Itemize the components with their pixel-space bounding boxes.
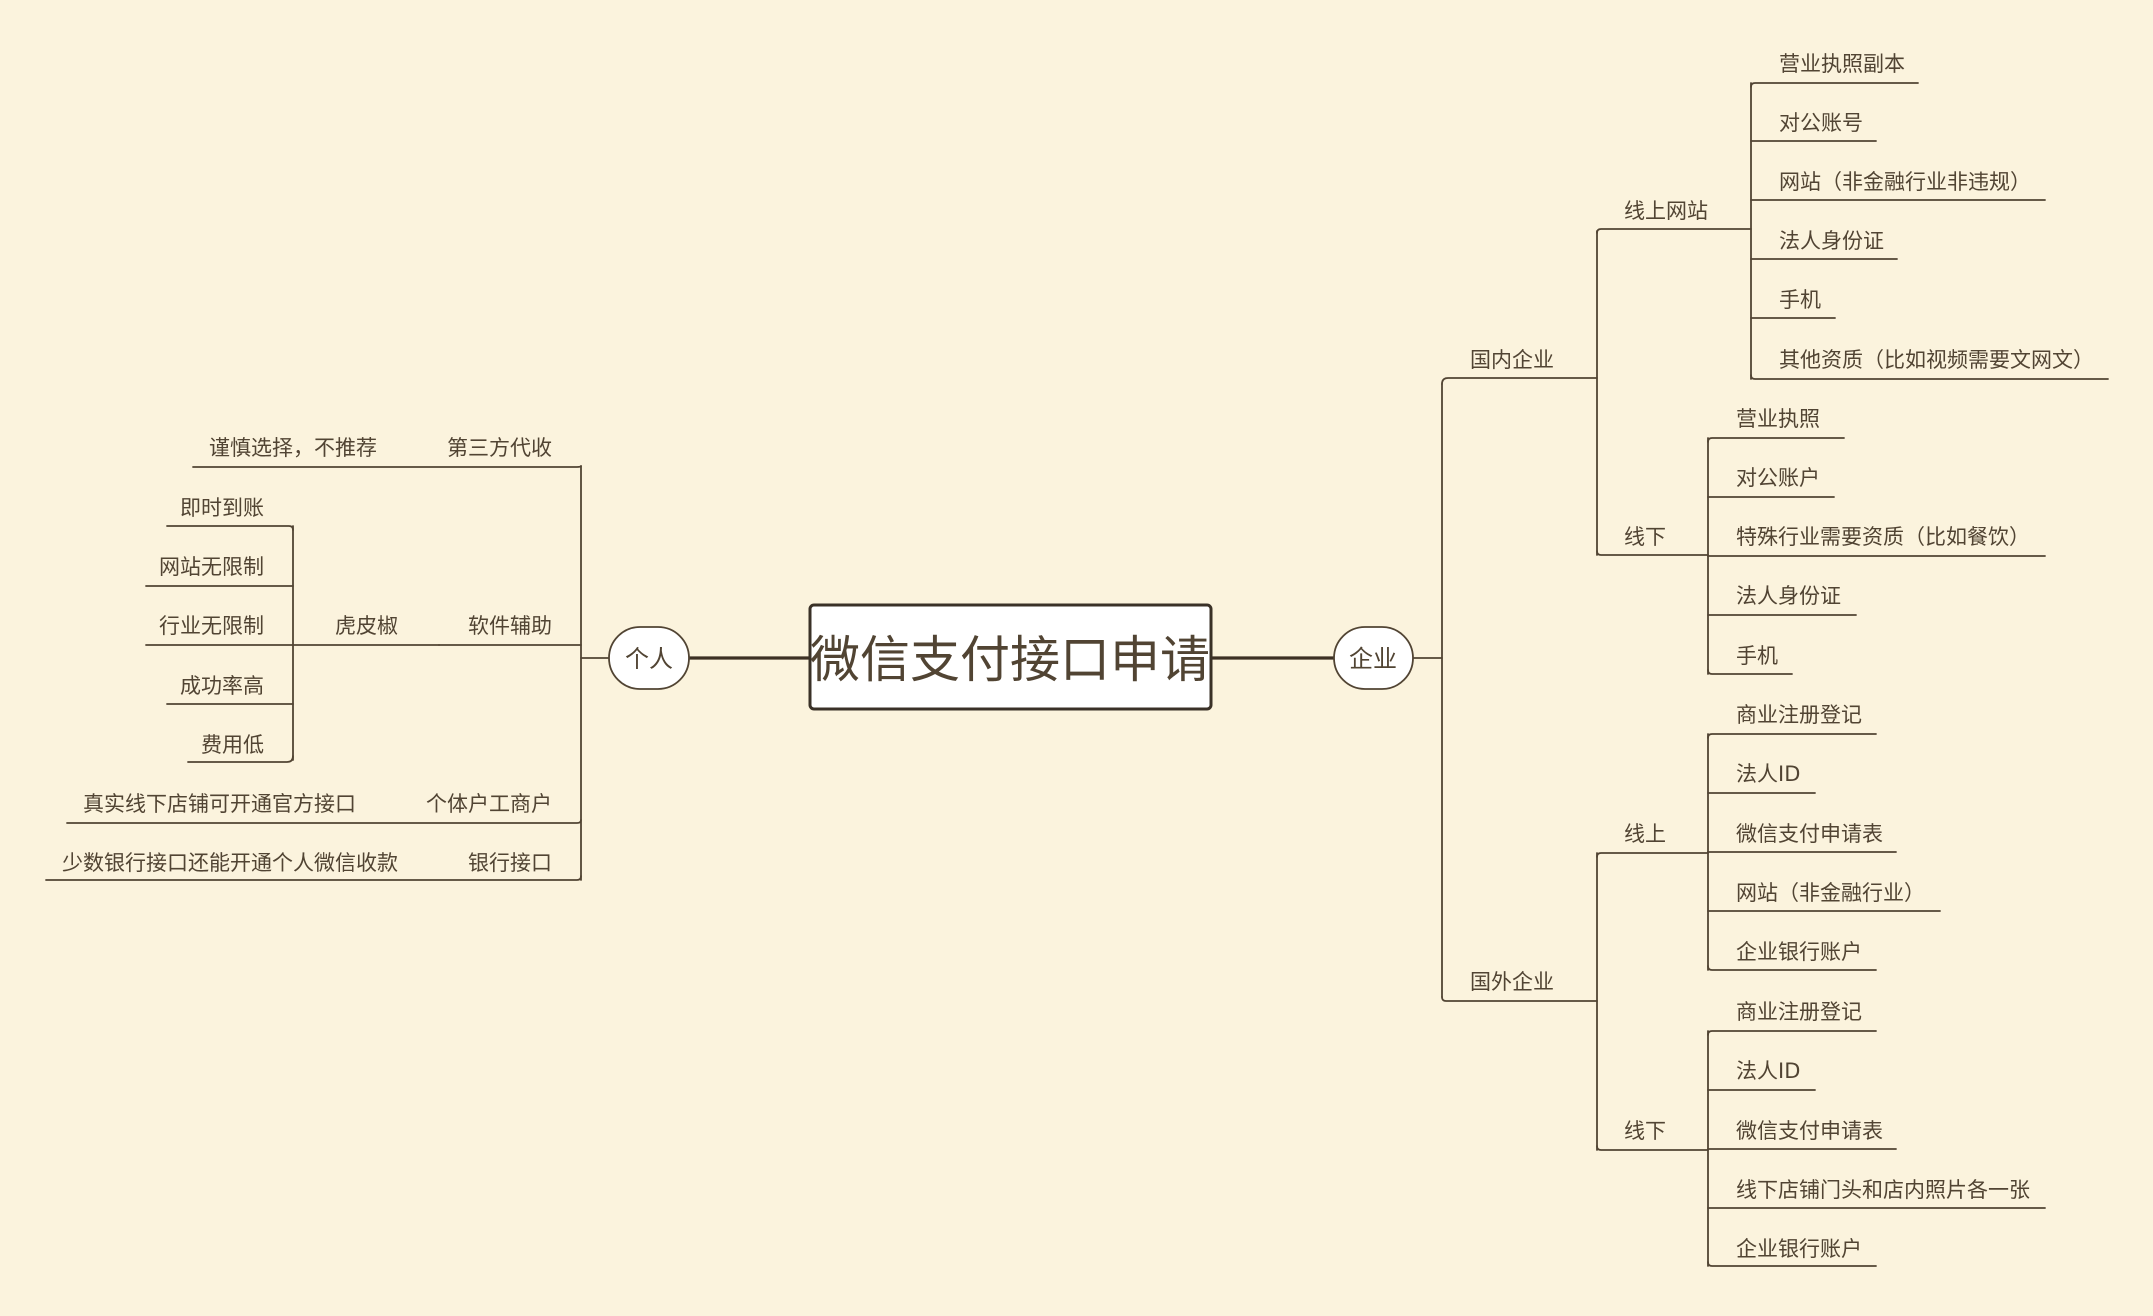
domestic-online-items: 营业执照副本 对公账号 网站（非金融行业非违规） 法人身份证 手机 其他资质（比…	[1779, 52, 2094, 372]
requirement-item[interactable]: 商业注册登记	[1736, 703, 1862, 727]
topic-bank-note[interactable]: 少数银行接口还能开通个人微信收款	[62, 851, 398, 875]
requirement-item[interactable]: 商业注册登记	[1736, 1000, 1862, 1024]
requirement-item[interactable]: 微信支付申请表	[1736, 822, 1883, 846]
foreign-online-items: 商业注册登记 法人ID 微信支付申请表 网站（非金融行业） 企业银行账户	[1736, 703, 1925, 964]
branch-enterprise-label: 企业	[1349, 645, 1397, 673]
requirement-item[interactable]: 企业银行账户	[1736, 1237, 1862, 1261]
requirement-item[interactable]: 企业银行账户	[1736, 940, 1862, 964]
hupijiao-features: 即时到账 网站无限制 行业无限制 成功率高 费用低	[159, 496, 264, 757]
feature-item[interactable]: 费用低	[201, 733, 264, 757]
requirement-item[interactable]: 对公账户	[1736, 466, 1820, 490]
central-topic[interactable]: 微信支付接口申请	[808, 603, 1213, 711]
requirement-item[interactable]: 线下店铺门头和店内照片各一张	[1736, 1178, 2030, 1202]
feature-item[interactable]: 行业无限制	[159, 614, 264, 638]
branch-personal-pill	[608, 626, 690, 690]
topic-software[interactable]: 软件辅助	[468, 614, 552, 638]
topic-individual-business[interactable]: 个体户工商户	[426, 792, 552, 816]
topic-foreign-offline[interactable]: 线下	[1624, 1119, 1666, 1143]
central-topic-label: 微信支付接口申请	[810, 631, 1210, 689]
requirement-item[interactable]: 法人身份证	[1736, 584, 1841, 608]
requirement-item[interactable]: 手机	[1736, 644, 1778, 668]
feature-item[interactable]: 即时到账	[180, 496, 264, 520]
foreign-offline-items: 商业注册登记 法人ID 微信支付申请表 线下店铺门头和店内照片各一张 企业银行账…	[1736, 1000, 2030, 1261]
central-topic-box	[808, 603, 1213, 711]
requirement-item[interactable]: 其他资质（比如视频需要文网文）	[1779, 348, 2094, 372]
topic-domestic-offline[interactable]: 线下	[1624, 525, 1666, 549]
enterprise-connectors	[1412, 82, 2109, 1267]
feature-item[interactable]: 网站无限制	[159, 555, 264, 579]
branch-personal-label: 个人	[625, 645, 673, 673]
branch-enterprise-pill	[1333, 626, 1414, 690]
requirement-item[interactable]: 网站（非金融行业）	[1736, 881, 1925, 905]
topic-foreign-online[interactable]: 线上	[1624, 822, 1666, 846]
topic-third-party-note[interactable]: 谨慎选择，不推荐	[209, 436, 377, 460]
requirement-item[interactable]: 法人身份证	[1779, 229, 1884, 253]
requirement-item[interactable]: 特殊行业需要资质（比如餐饮）	[1736, 525, 2030, 549]
topic-hupijiao[interactable]: 虎皮椒	[335, 614, 398, 638]
requirement-item[interactable]: 对公账号	[1779, 111, 1863, 135]
topic-bank[interactable]: 银行接口	[468, 851, 552, 875]
topic-foreign[interactable]: 国外企业	[1470, 970, 1554, 994]
topic-third-party[interactable]: 第三方代收	[447, 436, 552, 460]
topic-domestic[interactable]: 国内企业	[1470, 348, 1554, 372]
requirement-item[interactable]: 手机	[1779, 288, 1821, 312]
requirement-item[interactable]: 网站（非金融行业非违规）	[1779, 170, 2031, 194]
requirement-item[interactable]: 营业执照	[1736, 407, 1820, 431]
branch-enterprise[interactable]: 企业	[1333, 626, 1414, 690]
topic-individual-business-note[interactable]: 真实线下店铺可开通官方接口	[83, 792, 356, 816]
requirement-item[interactable]: 法人ID	[1736, 762, 1800, 786]
domestic-offline-items: 营业执照 对公账户 特殊行业需要资质（比如餐饮） 法人身份证 手机	[1736, 407, 2030, 668]
requirement-item[interactable]: 法人ID	[1736, 1059, 1800, 1083]
topic-domestic-online[interactable]: 线上网站	[1624, 199, 1708, 223]
requirement-item[interactable]: 营业执照副本	[1779, 52, 1905, 76]
personal-connectors	[45, 465, 610, 881]
branch-personal[interactable]: 个人	[608, 626, 690, 690]
requirement-item[interactable]: 微信支付申请表	[1736, 1119, 1883, 1143]
feature-item[interactable]: 成功率高	[180, 674, 264, 698]
